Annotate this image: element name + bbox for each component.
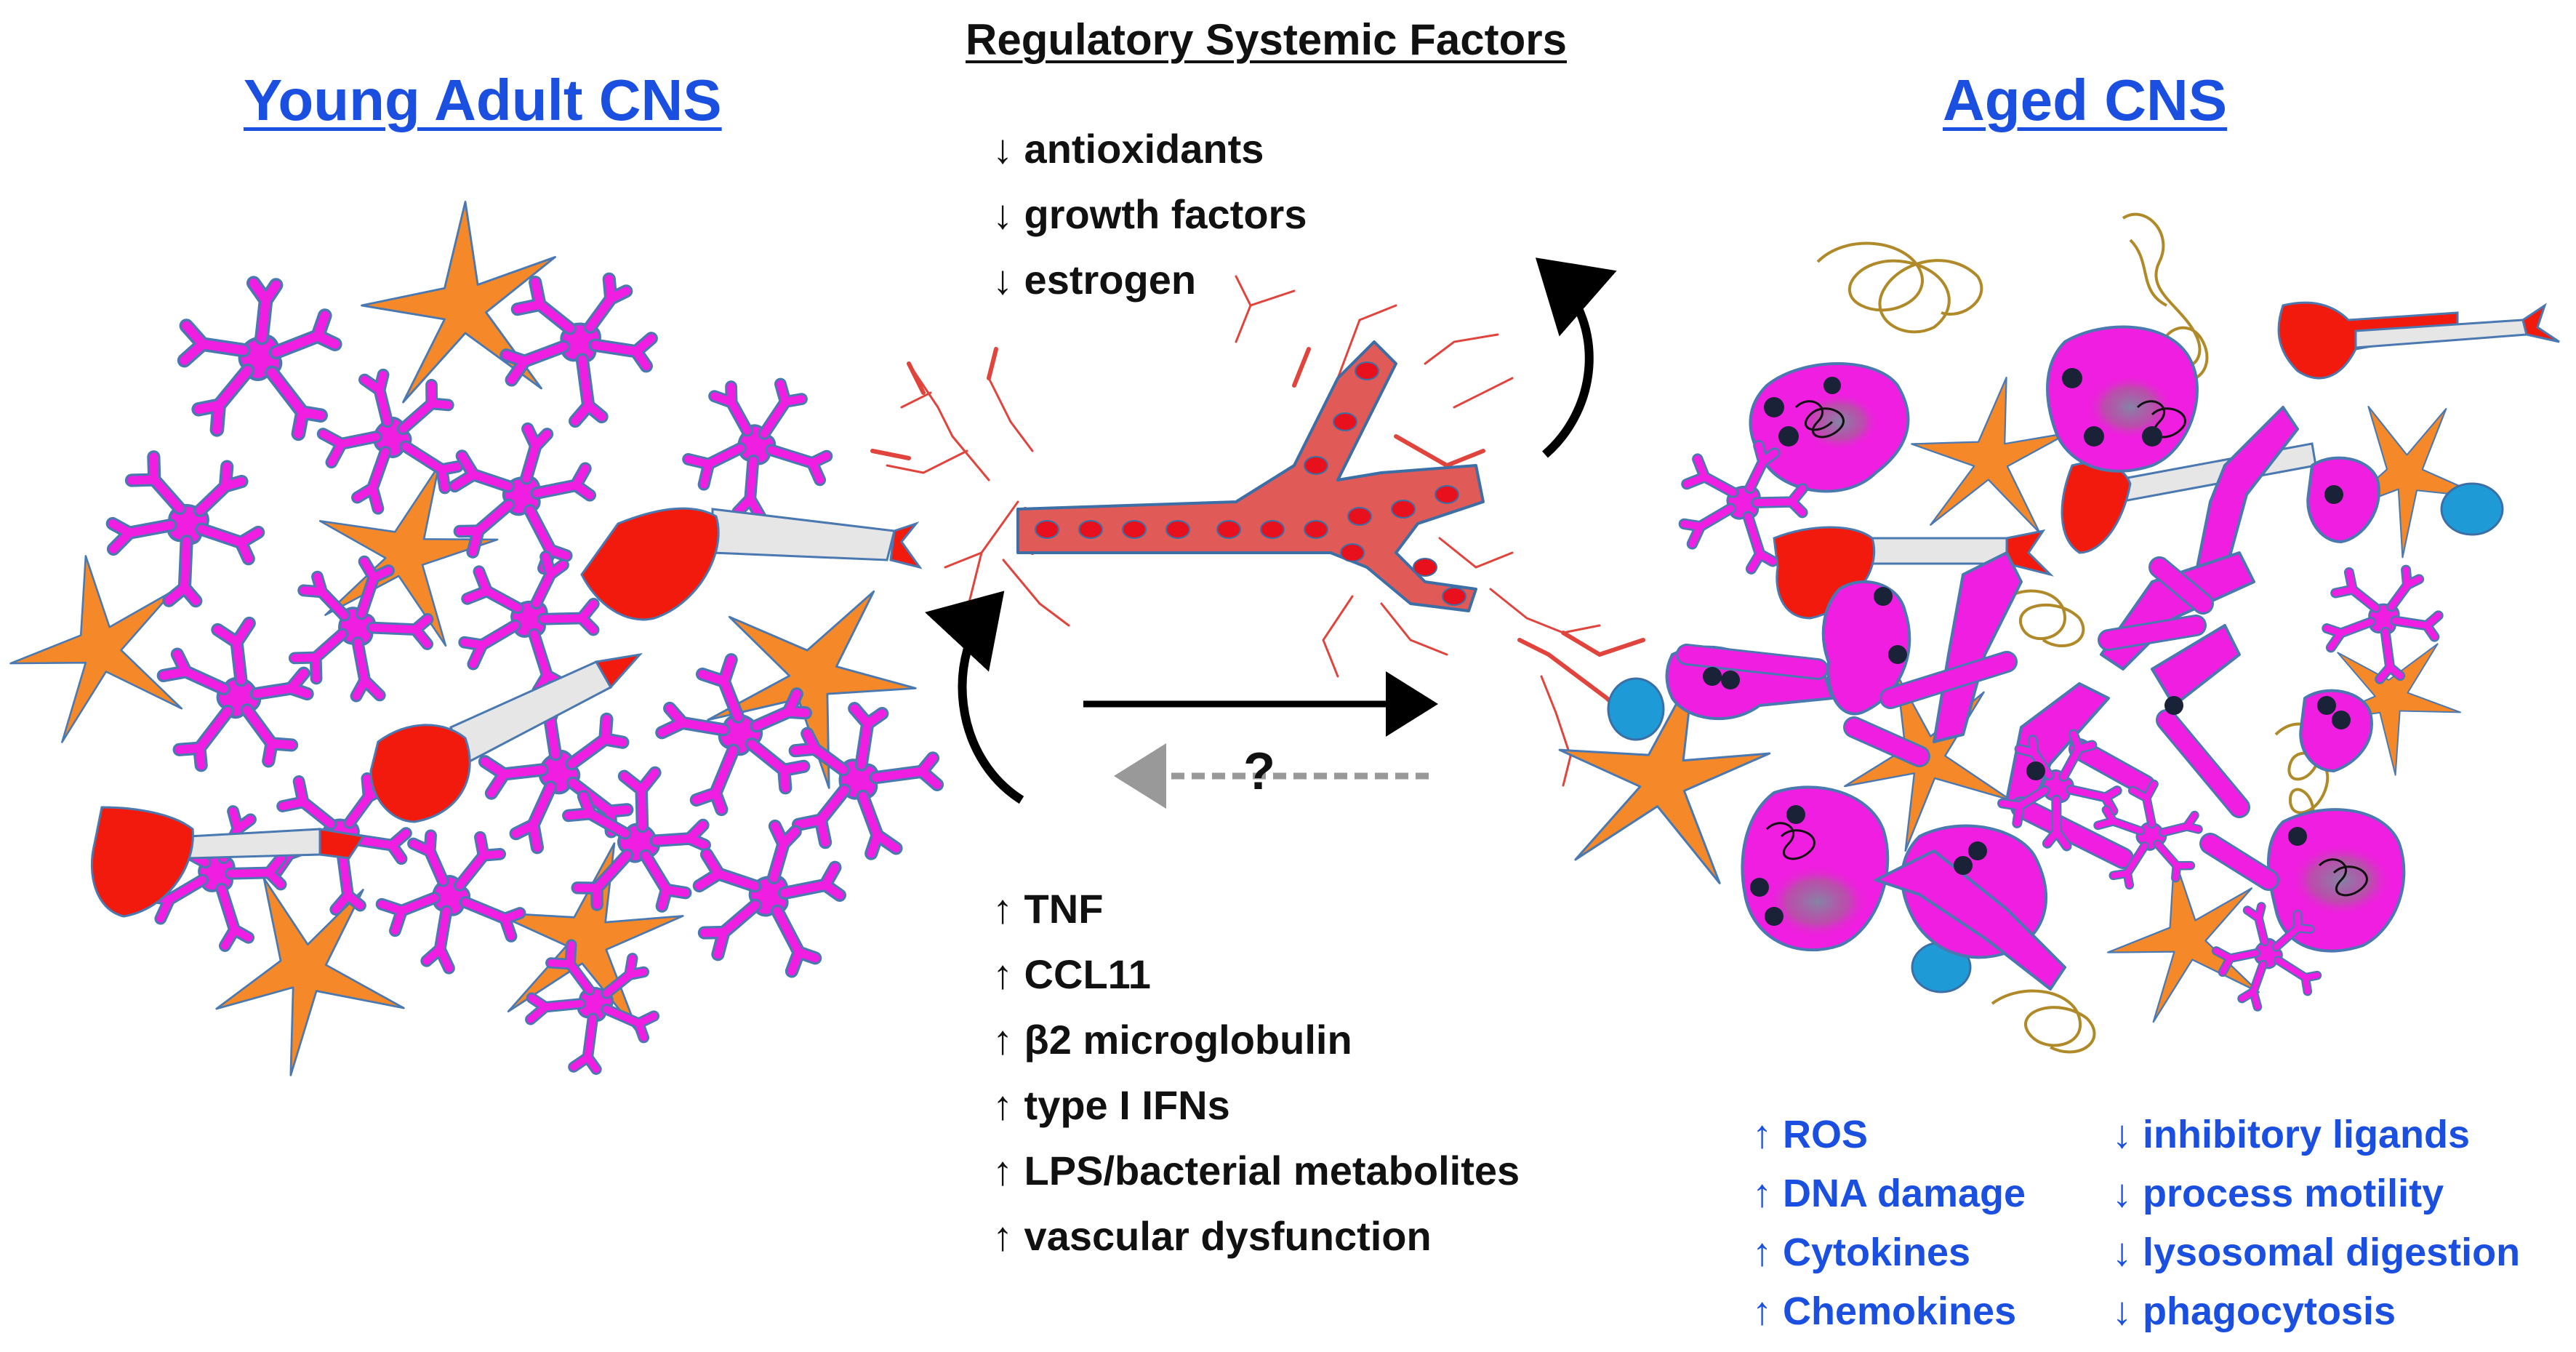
microglial-processes [1676, 556, 2279, 891]
curved-arrow-up [1535, 257, 1617, 458]
microglia [2309, 545, 2456, 692]
arrows [925, 257, 1617, 809]
curved-arrow-up-left [925, 591, 1024, 804]
factor-item: ↑ β2 microglobulin [992, 1017, 1352, 1063]
factor-item: ↑ CCL11 [992, 951, 1151, 997]
aged-increases-list: ↑ ROS ↑ DNA damage ↑ Cytokines ↑ Chemoki… [1752, 1105, 2026, 1341]
astrocyte [673, 531, 949, 809]
decreased-factors-list: ↓ antioxidants ↓ growth factors ↓ estrog… [992, 116, 1307, 313]
microglia [309, 356, 475, 521]
microglia [152, 611, 324, 783]
factor-item: ↑ TNF [992, 886, 1104, 932]
aged-increase-item: ↑ ROS [1752, 1113, 1869, 1156]
title-young-adult-cns: Young Adult CNS [244, 68, 722, 132]
aged-increase-item: ↑ Cytokines [1752, 1231, 1971, 1274]
blood-vessel [870, 275, 1645, 787]
aged-increase-item: ↑ DNA damage [1752, 1172, 2026, 1215]
neuron [580, 507, 923, 621]
microglia [185, 283, 335, 433]
neuron [369, 652, 643, 823]
microglia [444, 418, 599, 574]
oligodendrocyte [2440, 482, 2504, 536]
question-mark: ? [1243, 743, 1275, 801]
title-regulatory-systemic-factors: Regulatory Systemic Factors [966, 15, 1567, 64]
aged-decrease-item: ↓ phagocytosis [2112, 1289, 2396, 1333]
increased-factors-list: ↑ TNF ↑ CCL11 ↑ β2 microglobulin ↑ type … [992, 876, 1520, 1269]
oligodendrocyte [1607, 677, 1665, 741]
neuron [90, 806, 366, 918]
factor-item: ↓ estrogen [992, 257, 1197, 303]
astrocyte [0, 540, 197, 750]
aged-decrease-item: ↓ inhibitory ligands [2112, 1113, 2471, 1156]
factor-item: ↑ vascular dysfunction [992, 1213, 1432, 1259]
factor-item: ↑ LPS/bacterial metabolites [992, 1148, 1520, 1193]
title-aged-cns: Aged CNS [1943, 68, 2228, 132]
neuron [2277, 301, 2560, 380]
factor-item: ↓ growth factors [992, 191, 1307, 237]
activated-microglia [1665, 325, 2406, 991]
aged-increase-item: ↑ Chemokines [1752, 1289, 2017, 1333]
aged-decrease-item: ↓ lysosomal digestion [2112, 1231, 2521, 1274]
lipofuscin [1767, 865, 1869, 938]
inclusions [1765, 400, 2368, 897]
young-cns-cells [0, 201, 954, 1092]
aged-decreases-list: ↓ inhibitory ligands ↓ process motility … [2112, 1105, 2520, 1341]
microglia [88, 425, 285, 623]
aged-decrease-item: ↓ process motility [2112, 1172, 2444, 1215]
factor-item: ↓ antioxidants [992, 126, 1264, 172]
nuclei [1703, 368, 2351, 926]
aged-cns-cells [1532, 212, 2560, 1054]
factor-item: ↑ type I IFNs [992, 1082, 1230, 1128]
lipofuscin [2087, 375, 2174, 440]
